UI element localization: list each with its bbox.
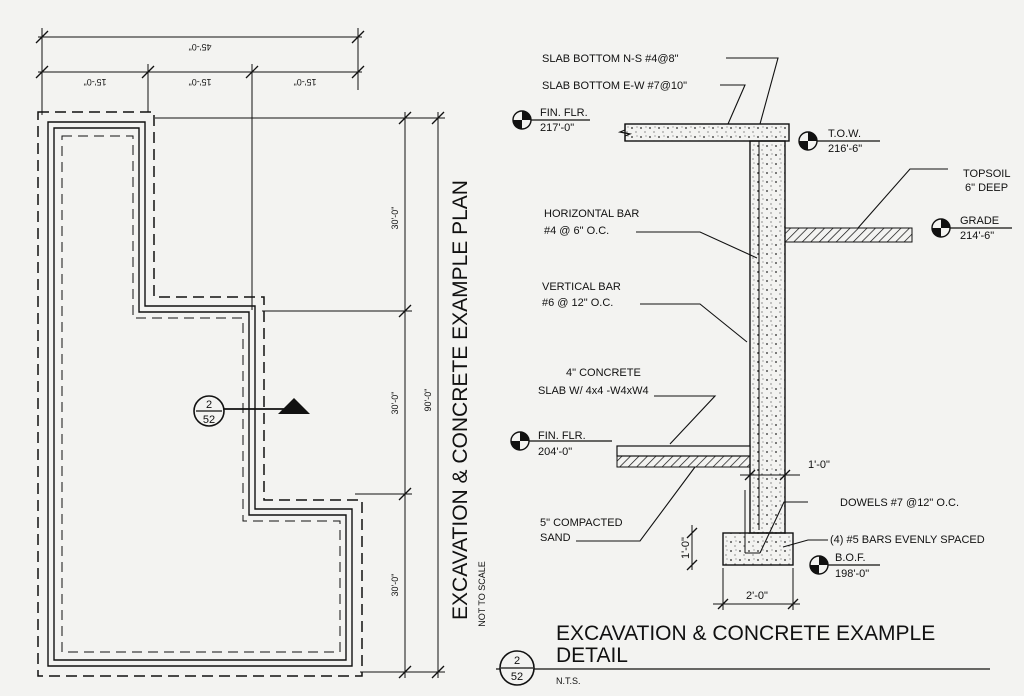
excavation-plan: 45'-0" 15'-0" 15'-0" 15'-0" 30'-0" 30'-0… bbox=[35, 28, 487, 679]
foundation-wall bbox=[749, 140, 786, 534]
callout-concrete-slab-mesh: SLAB W/ 4x4 -W4xW4 bbox=[538, 385, 649, 397]
bof-value: 198'-0" bbox=[835, 568, 869, 580]
footing-depth-dim: 1'-0" bbox=[680, 537, 692, 559]
upper-slab bbox=[624, 123, 790, 142]
callout-slab-bottom-ns: SLAB BOTTOM N-S #4@8" bbox=[542, 53, 679, 65]
dim-height-2: 30'-0" bbox=[390, 392, 400, 415]
callout-slab-bottom-ew: SLAB BOTTOM E-W #7@10" bbox=[542, 80, 687, 92]
callout-horizontal-bar-spacing: #4 @ 6" O.C. bbox=[544, 225, 609, 237]
interior-dashed-line bbox=[61, 135, 341, 653]
grade-label: GRADE bbox=[960, 215, 999, 227]
callout-dowels: DOWELS #7 @12" O.C. bbox=[840, 497, 959, 509]
dim-height-1: 30'-0" bbox=[390, 207, 400, 230]
dim-seg-1: 15'-0" bbox=[84, 77, 107, 87]
fin-flr-low-value: 204'-0" bbox=[538, 446, 572, 458]
plan-title: EXCAVATION & CONCRETE EXAMPLE PLAN bbox=[449, 180, 472, 620]
section-marker-number: 2 bbox=[206, 399, 212, 411]
detail-title-line-1: EXCAVATION & CONCRETE EXAMPLE bbox=[556, 622, 935, 645]
elevation-marker-bof bbox=[809, 555, 880, 575]
tow-label: T.O.W. bbox=[828, 128, 861, 140]
callout-bars: (4) #5 BARS EVENLY SPACED bbox=[830, 534, 985, 546]
grade-value: 214'-6" bbox=[960, 230, 994, 242]
topsoil-depth: 6" DEEP bbox=[965, 182, 1008, 194]
elevation-marker-fin-flr-top bbox=[512, 110, 590, 130]
callout-vertical-bar: VERTICAL BAR bbox=[542, 281, 621, 293]
callout-vertical-bar-spacing: #6 @ 12" O.C. bbox=[542, 297, 613, 309]
footing bbox=[722, 532, 794, 566]
detail-marker-sheet: 52 bbox=[511, 671, 523, 683]
fin-flr-top-value: 217'-0" bbox=[540, 122, 574, 134]
excavation-outline bbox=[37, 111, 363, 677]
section-marker-sheet: 52 bbox=[203, 414, 215, 426]
wall-thickness-dim: 1'-0" bbox=[808, 459, 830, 471]
dim-overall-height: 90'-0" bbox=[423, 389, 433, 412]
wall-inner-line bbox=[53, 127, 347, 661]
elevation-marker-grade bbox=[931, 218, 1012, 238]
compacted-sand bbox=[616, 455, 751, 468]
wall-section-detail: SLAB BOTTOM N-S #4@8" SLAB BOTTOM E-W #7… bbox=[496, 53, 1012, 686]
dim-seg-2: 15'-0" bbox=[189, 77, 212, 87]
footing-width-dim: 2'-0" bbox=[746, 590, 768, 602]
plan-scale-note: NOT TO SCALE bbox=[477, 561, 487, 627]
tow-value: 216'-6" bbox=[828, 143, 862, 155]
wall-outer-line bbox=[47, 121, 353, 667]
callout-concrete-slab: 4" CONCRETE bbox=[566, 367, 641, 379]
topsoil-label: TOPSOIL bbox=[963, 168, 1010, 180]
section-arrow-icon bbox=[278, 398, 310, 414]
fin-flr-low-label: FIN. FLR. bbox=[538, 430, 586, 442]
elevation-marker-fin-flr-low bbox=[510, 431, 612, 451]
topsoil-hatch bbox=[784, 227, 913, 243]
fin-flr-top-label: FIN. FLR. bbox=[540, 107, 588, 119]
section-marker-plan: 2 52 bbox=[193, 395, 310, 427]
callout-horizontal-bar: HORIZONTAL BAR bbox=[544, 208, 639, 220]
detail-scale-note: N.T.S. bbox=[556, 676, 581, 686]
bof-label: B.O.F. bbox=[835, 552, 866, 564]
dim-overall-width: 45'-0" bbox=[189, 42, 212, 52]
callout-sand: SAND bbox=[540, 532, 571, 544]
dim-seg-3: 15'-0" bbox=[294, 77, 317, 87]
detail-title-line-2: DETAIL bbox=[556, 644, 628, 667]
callout-compacted-sand: 5" COMPACTED bbox=[540, 517, 623, 529]
dim-height-3: 30'-0" bbox=[390, 574, 400, 597]
detail-marker-number: 2 bbox=[514, 655, 520, 667]
elevation-marker-tow bbox=[798, 131, 880, 151]
lower-slab bbox=[616, 445, 751, 457]
